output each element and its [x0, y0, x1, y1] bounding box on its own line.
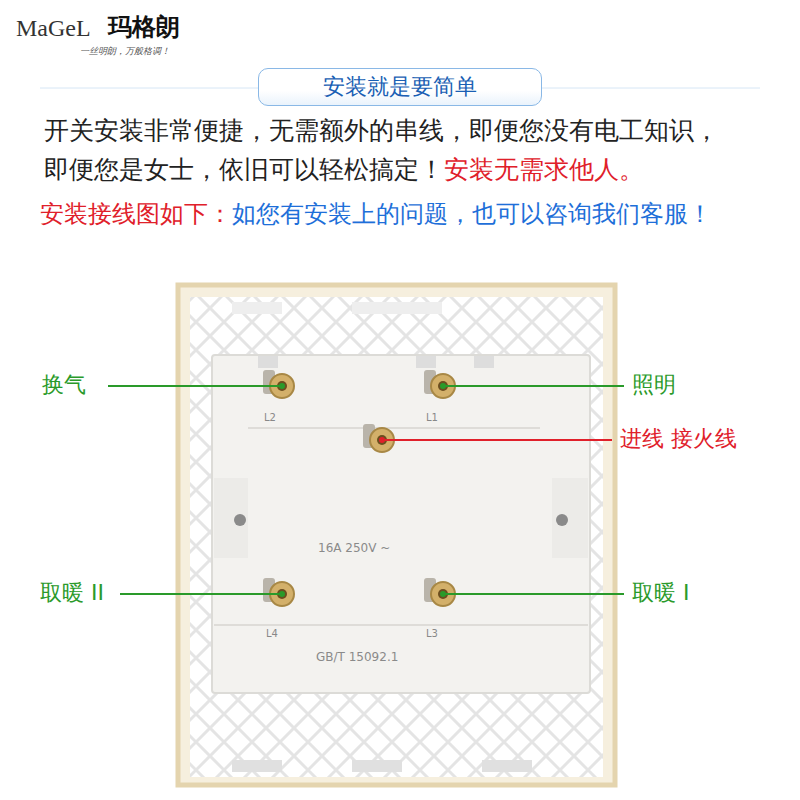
clip-tab [482, 760, 532, 772]
terminal-slot [258, 356, 278, 368]
rating-text: 16A 250V ~ [318, 541, 390, 555]
intro-highlight: 安装无需求他人。 [444, 155, 644, 184]
terminal-name: L1 [426, 412, 438, 424]
module-ridge [214, 624, 588, 626]
brand-slogan: 一丝明朗，万般格调！ [80, 46, 170, 57]
leader-dot [440, 591, 446, 597]
lattice-ground [190, 297, 603, 777]
leader-line [120, 593, 282, 595]
guide-line: 安装接线图如下：如您有安装上的问题，也可以咨询我们客服！ [40, 196, 780, 233]
callout-label: 进线 接火线 [620, 426, 737, 452]
clip-tab [232, 760, 282, 772]
leader-line [382, 439, 612, 441]
lattice-pattern [190, 297, 603, 777]
switch-module [212, 355, 590, 693]
leader-dot [379, 437, 385, 443]
terminal-screw [424, 578, 455, 606]
switch-plate [178, 285, 615, 785]
standard-text: GB/T 15092.1 [316, 650, 398, 664]
terminal-slot [416, 356, 436, 368]
title-rule [542, 88, 760, 89]
terminal-screw [424, 370, 455, 398]
callout-label: 换气 [42, 372, 86, 398]
mount-hole [234, 514, 246, 526]
callout-label: 照明 [632, 372, 676, 398]
terminal-name: L3 [426, 628, 438, 640]
brand-chinese: 玛格朗 [108, 13, 180, 42]
intro-paragraph: 开关安装非常便捷，无需额外的串线，即便您没有电工知识，即便您是女士，依旧可以轻松… [44, 112, 736, 190]
guide-note: 如您有安装上的问题，也可以咨询我们客服！ [232, 200, 712, 228]
leader-line [108, 385, 282, 387]
terminal-screw [263, 578, 294, 606]
callout-label: 取暖 II [40, 580, 104, 606]
leader-dot [440, 383, 446, 389]
title-text: 安装就是要简单 [323, 72, 477, 102]
clip-tab [352, 760, 402, 772]
leader-line [443, 385, 624, 387]
terminal-screw [263, 370, 294, 398]
callout-label: 取暖 I [632, 580, 689, 606]
side-notch [214, 478, 248, 558]
clip-tab [352, 302, 442, 314]
brand-latin: MaGeL [16, 14, 91, 43]
clip-tab [232, 302, 282, 314]
terminal-screw [363, 424, 394, 452]
leader-dot [279, 591, 285, 597]
terminal-name: L4 [266, 628, 278, 640]
leader-lines [108, 383, 624, 597]
terminal-slot [474, 356, 494, 368]
module-ridge [248, 427, 540, 429]
mount-hole [556, 514, 568, 526]
terminal-screws [263, 370, 455, 606]
title-rule [40, 88, 258, 89]
side-notch [552, 478, 588, 558]
guide-heading: 安装接线图如下： [40, 200, 232, 228]
title-box: 安装就是要简单 [258, 68, 542, 106]
terminal-name: L2 [264, 412, 276, 424]
leader-dot [279, 383, 285, 389]
leader-line [443, 593, 624, 595]
